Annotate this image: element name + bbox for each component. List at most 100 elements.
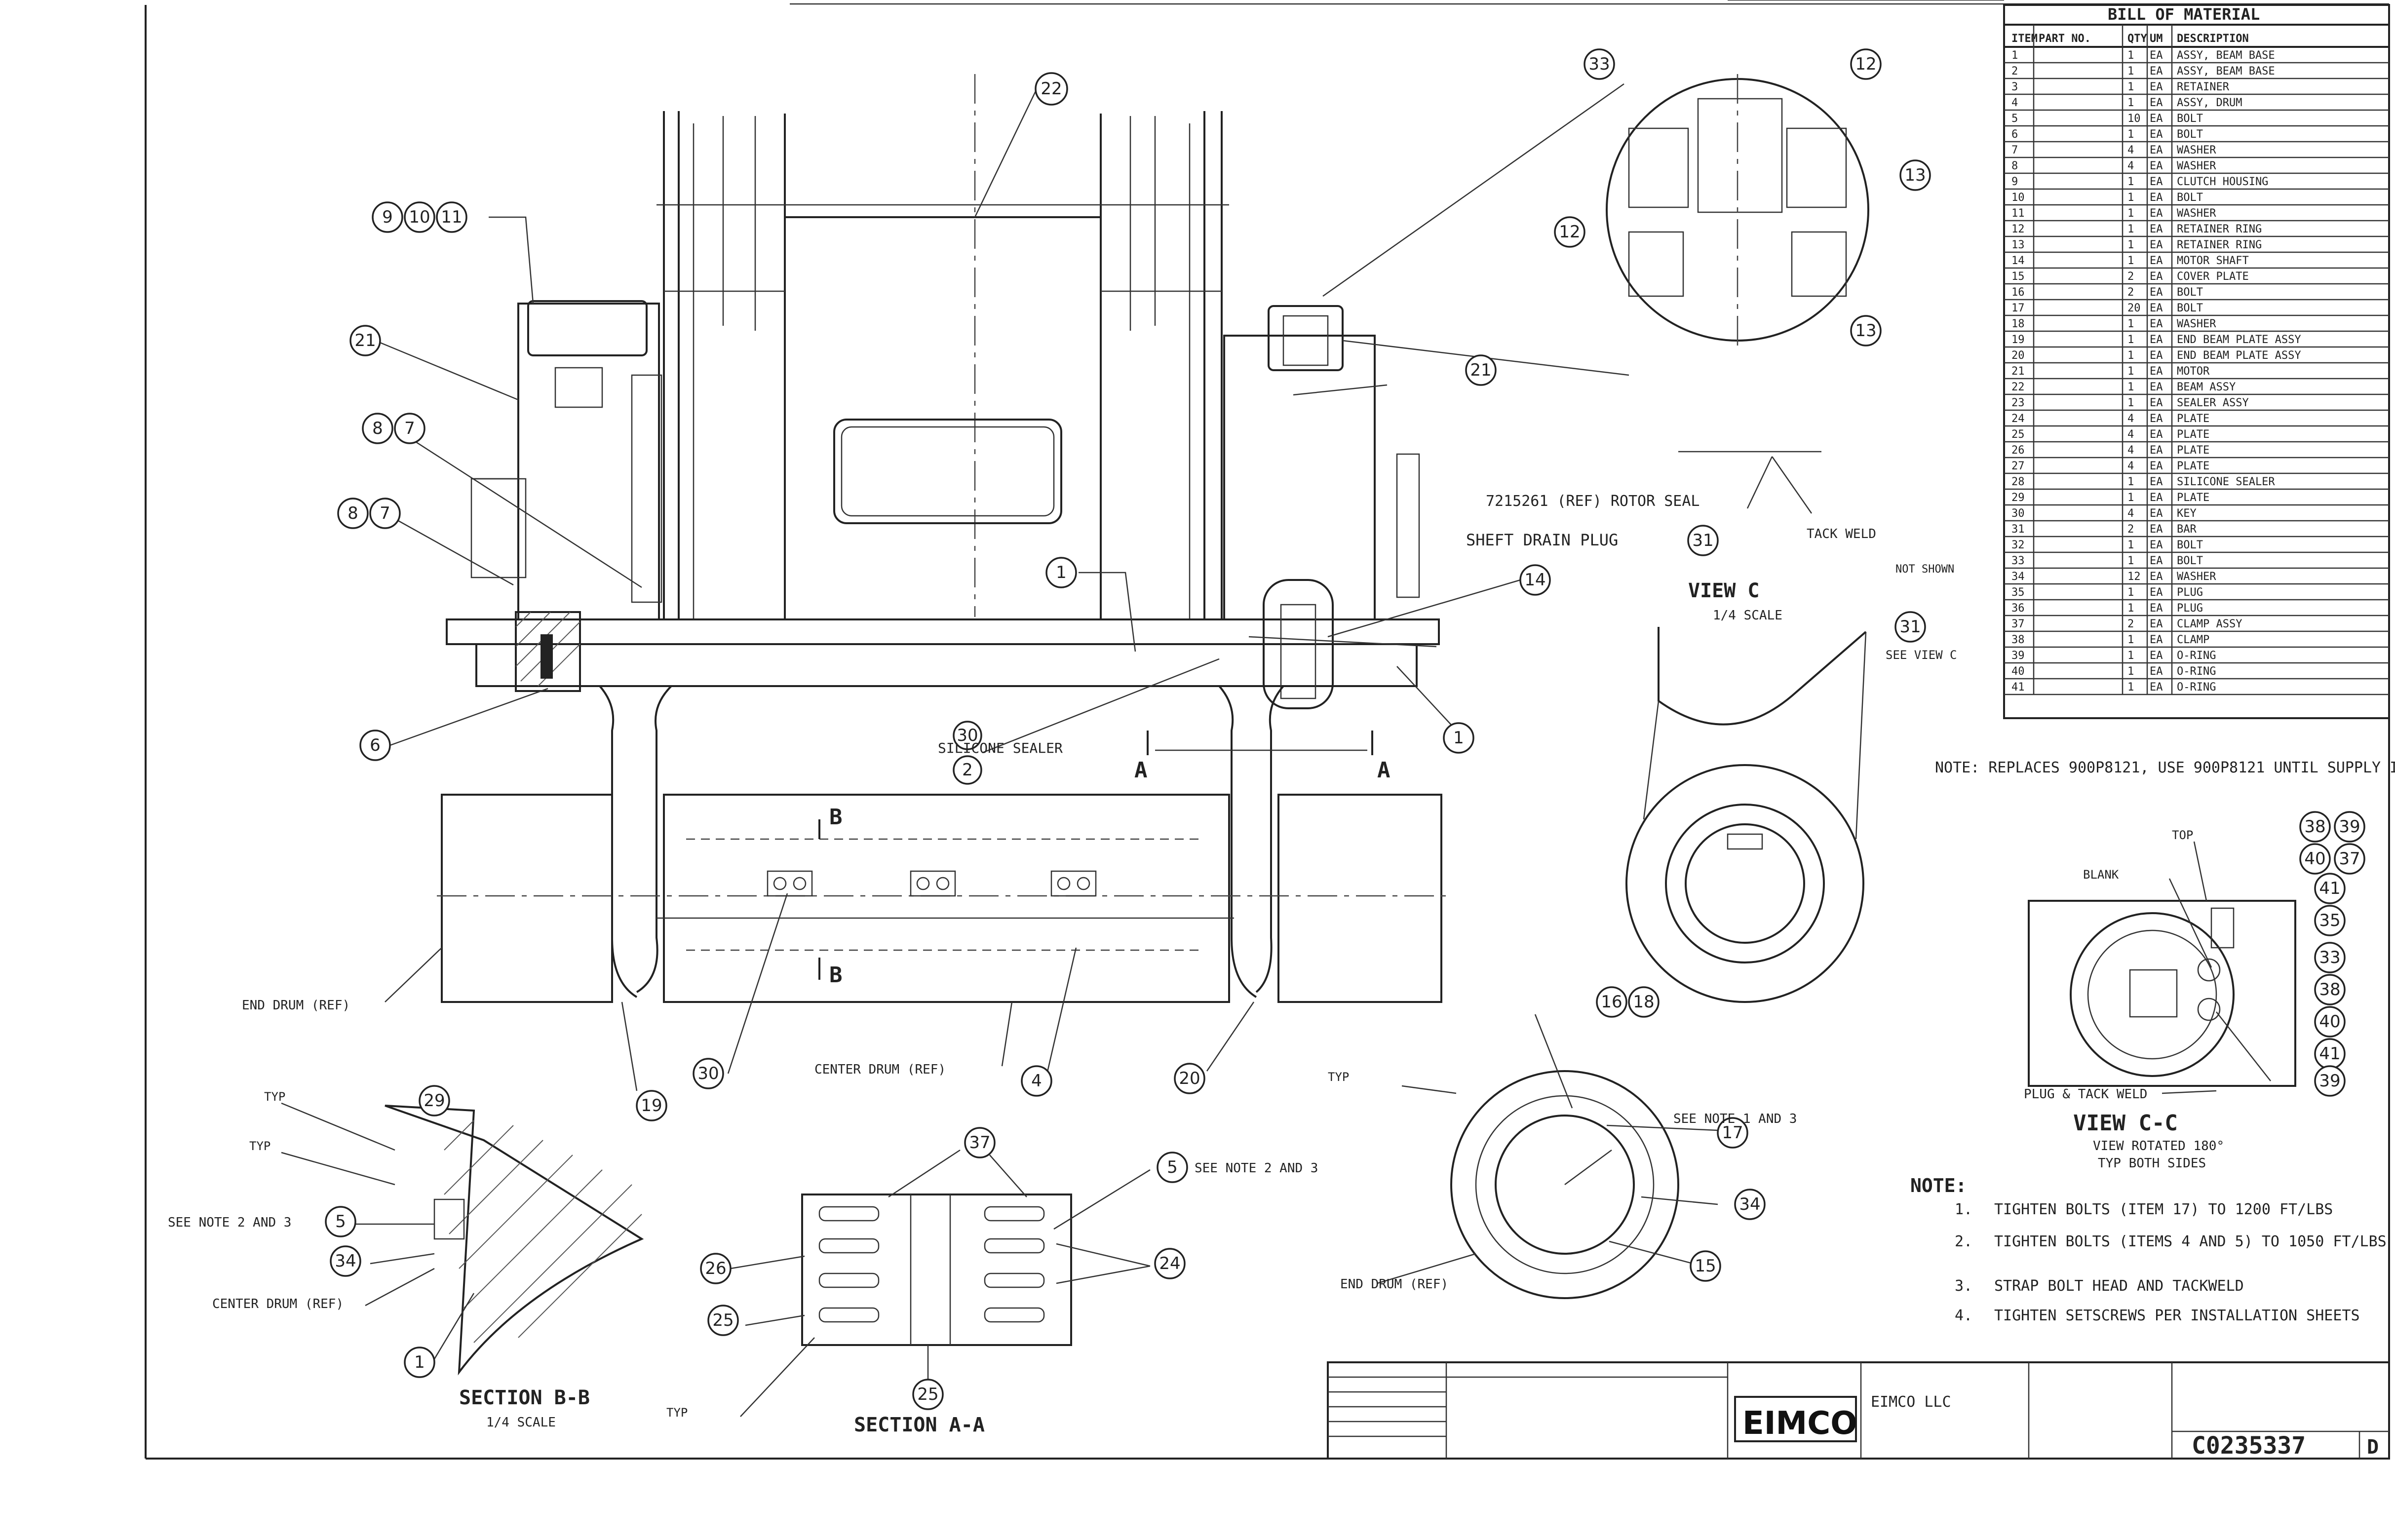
view-c-scale: 1/4 SCALE bbox=[1713, 608, 1782, 623]
see-note-1-3-label: SEE NOTE 1 AND 3 bbox=[1673, 1112, 1797, 1126]
bom-cell: 1 bbox=[2127, 555, 2134, 567]
eimco-logo: EIMCO bbox=[1742, 1405, 1857, 1442]
bom-cell: 41 bbox=[2011, 681, 2025, 693]
bom-cell: ASSY, BEAM BASE bbox=[2177, 49, 2275, 62]
end-drum-ref-label: END DRUM (REF) bbox=[242, 998, 350, 1013]
balloon: 15 bbox=[1690, 1250, 1721, 1282]
title-block: EIMCO EIMCO LLC C0235337 D bbox=[1327, 1361, 2390, 1460]
plug-tack-weld-label: PLUG & TACK WELD bbox=[2024, 1087, 2147, 1102]
svg-text:38: 38 bbox=[2319, 980, 2340, 1000]
svg-text:20: 20 bbox=[1179, 1069, 1200, 1088]
typ-label: TYP bbox=[666, 1406, 688, 1420]
bom-cell: EA bbox=[2150, 539, 2163, 551]
bom-cell: RETAINER bbox=[2177, 81, 2230, 93]
svg-text:13: 13 bbox=[1855, 321, 1876, 341]
svg-text:29: 29 bbox=[424, 1091, 445, 1111]
bom-cell: 4 bbox=[2011, 97, 2018, 109]
svg-text:1: 1 bbox=[1453, 728, 1464, 748]
bom-cell: EA bbox=[2150, 349, 2163, 362]
balloon: 30 bbox=[693, 1058, 724, 1089]
svg-text:6: 6 bbox=[370, 735, 381, 755]
bom-cell: EA bbox=[2150, 381, 2163, 393]
bom-cell: 15 bbox=[2011, 270, 2025, 283]
bom-cell: 18 bbox=[2011, 318, 2025, 330]
svg-text:11: 11 bbox=[441, 207, 462, 227]
bom-cell: EA bbox=[2150, 460, 2163, 472]
svg-text:5: 5 bbox=[335, 1212, 346, 1232]
balloon: 1 bbox=[1045, 557, 1077, 588]
bom-cell: END BEAM PLATE ASSY bbox=[2177, 334, 2301, 346]
bom-cell: 37 bbox=[2011, 618, 2025, 630]
typ-both-sides-label: TYP BOTH SIDES bbox=[2098, 1156, 2206, 1171]
balloon: 34 bbox=[1734, 1189, 1766, 1220]
balloon: 20 bbox=[1174, 1063, 1205, 1094]
balloon: 8 bbox=[337, 498, 369, 529]
drawing-labels: 7215261 (REF) ROTOR SEAL SHEFT DRAIN PLU… bbox=[168, 493, 2224, 1436]
svg-text:7: 7 bbox=[404, 419, 415, 438]
balloon: 39 bbox=[2334, 811, 2365, 843]
bom-cell: 4 bbox=[2127, 460, 2134, 472]
bom-cell: CLUTCH HOUSING bbox=[2177, 176, 2268, 188]
svg-text:18: 18 bbox=[1633, 992, 1654, 1012]
bom-cell: 1 bbox=[2127, 539, 2134, 551]
balloon: 37 bbox=[964, 1127, 996, 1158]
bom-cell: 1 bbox=[2127, 318, 2134, 330]
bom-cell: EA bbox=[2150, 81, 2163, 93]
bom-cell: EA bbox=[2150, 523, 2163, 536]
bom-cell: 20 bbox=[2011, 349, 2025, 362]
bom-cell: EA bbox=[2150, 476, 2163, 488]
bom-cell: 11 bbox=[2011, 207, 2025, 220]
svg-text:38: 38 bbox=[2304, 817, 2325, 837]
bom-cell: 2 bbox=[2011, 65, 2018, 77]
typ-label: TYP bbox=[264, 1090, 285, 1104]
balloon: 10 bbox=[404, 201, 435, 233]
bom-cell: 10 bbox=[2127, 113, 2141, 125]
bom-cell: O-RING bbox=[2177, 665, 2216, 678]
balloon: 33 bbox=[2314, 942, 2346, 973]
end-drum-ref-label-b: END DRUM (REF) bbox=[1340, 1277, 1448, 1292]
bom-cell: EA bbox=[2150, 270, 2163, 283]
bom-cell: EA bbox=[2150, 113, 2163, 125]
bom-cell: EA bbox=[2150, 302, 2163, 314]
balloon: 31 bbox=[1687, 525, 1719, 556]
bom-cell: BOLT bbox=[2177, 192, 2203, 204]
svg-text:8: 8 bbox=[372, 419, 383, 438]
bom-title: BILL OF MATERIAL bbox=[2108, 5, 2260, 24]
bom-cell: 9 bbox=[2011, 176, 2018, 188]
bom-cell: EA bbox=[2150, 207, 2163, 220]
bom-cell: 3 bbox=[2011, 81, 2018, 93]
svg-text:41: 41 bbox=[2319, 1044, 2340, 1064]
svg-text:19: 19 bbox=[641, 1096, 662, 1116]
view-c bbox=[1625, 451, 1867, 1003]
bom-cell: 1 bbox=[2127, 476, 2134, 488]
section-bb-title: SECTION B-B bbox=[459, 1386, 590, 1409]
bom-cell: 33 bbox=[2011, 555, 2025, 567]
svg-text:37: 37 bbox=[969, 1133, 990, 1153]
balloon: 12 bbox=[1850, 48, 1882, 80]
svg-text:12: 12 bbox=[1559, 222, 1580, 242]
main-elevation-view: A A B B bbox=[375, 74, 1869, 1091]
bom-cell: 30 bbox=[2011, 507, 2025, 520]
svg-text:9: 9 bbox=[382, 207, 393, 227]
svg-text:12: 12 bbox=[1855, 54, 1876, 74]
bom-cell: EA bbox=[2150, 65, 2163, 77]
bom-cell: 16 bbox=[2011, 286, 2025, 299]
silicone-sealer-label: SILICONE SEALER bbox=[938, 740, 1063, 756]
bom-cell: 38 bbox=[2011, 634, 2025, 646]
bom-cell: EA bbox=[2150, 650, 2163, 662]
bom-cell: ASSY, BEAM BASE bbox=[2177, 65, 2275, 77]
bom-cell: END BEAM PLATE ASSY bbox=[2177, 349, 2301, 362]
bom-cell: 2 bbox=[2127, 618, 2134, 630]
bom-cell: 23 bbox=[2011, 397, 2025, 409]
balloon: 9 bbox=[372, 201, 403, 233]
svg-text:17: 17 bbox=[1722, 1123, 1743, 1143]
center-drum-ref-label-b: CENTER DRUM (REF) bbox=[212, 1297, 344, 1311]
top-label: TOP bbox=[2172, 828, 2193, 842]
bom-cell: 21 bbox=[2011, 365, 2025, 378]
bom-cell: 36 bbox=[2011, 602, 2025, 615]
note-number: 1. bbox=[1955, 1201, 1972, 1218]
bom-cell: EA bbox=[2150, 365, 2163, 378]
svg-text:24: 24 bbox=[1159, 1254, 1180, 1273]
svg-text:21: 21 bbox=[1470, 360, 1491, 380]
bom-cell: BOLT bbox=[2177, 128, 2203, 141]
